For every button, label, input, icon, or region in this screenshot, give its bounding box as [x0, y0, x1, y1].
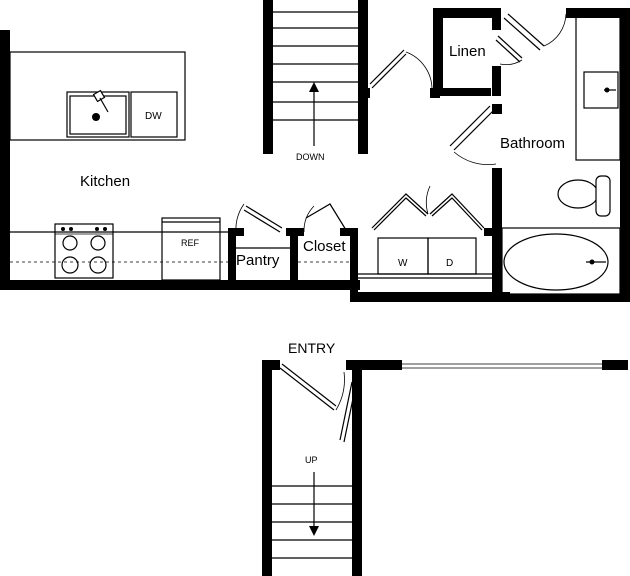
pantry-label: Pantry: [236, 252, 280, 269]
kitchen-island: DW: [9, 51, 186, 141]
bathroom: Bathroom: [449, 13, 621, 295]
dishwasher-label: DW: [145, 111, 162, 122]
thin-lines: [3, 150, 620, 369]
washer-label: W: [398, 258, 408, 269]
closet-label: Closet: [303, 238, 346, 255]
laundry: W D: [358, 185, 492, 279]
entry-label: ENTRY: [288, 340, 336, 356]
linen-label: Linen: [449, 43, 486, 60]
pantry: Pantry: [235, 203, 290, 269]
closet: Closet: [298, 203, 350, 263]
down-label: DOWN: [296, 152, 325, 162]
up-label: UP: [305, 455, 318, 465]
kitchen-label: Kitchen: [80, 173, 130, 190]
kitchen-counter: REF: [10, 217, 228, 281]
dryer-label: D: [446, 258, 453, 269]
linen-closet: Linen: [449, 35, 523, 65]
stairs-down: DOWN: [273, 11, 358, 162]
stairs-up: UP: [272, 455, 352, 559]
entry-doors: [279, 363, 357, 443]
hall-door: [369, 49, 433, 91]
refrigerator-label: REF: [181, 238, 200, 248]
bathroom-label: Bathroom: [500, 135, 565, 152]
